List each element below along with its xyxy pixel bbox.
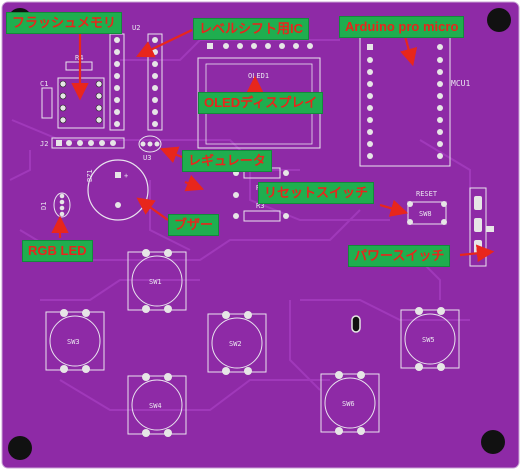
arrow-r2 <box>184 174 205 192</box>
silk-mcu1: MCU1 <box>451 79 470 88</box>
label-reset-switch: リセットスイッチ <box>258 182 375 204</box>
label-power-switch: パワースイッチ <box>348 245 451 267</box>
tact-switch-sw2: SW2 <box>207 311 267 375</box>
buzzer: + BZ1 <box>86 159 149 221</box>
tact-switch-sw4: SW4 <box>127 373 187 437</box>
arrow-arduino <box>400 35 418 67</box>
arrow-regulator <box>159 146 183 163</box>
tact-switch-sw5: SW5 <box>400 307 460 371</box>
mounting-hole-tr <box>487 8 511 32</box>
silk-sw3: SW3 <box>67 338 80 346</box>
silk-sw2: SW2 <box>229 340 242 348</box>
label-arduino: Arduino pro micro <box>339 16 465 38</box>
traces <box>9 39 471 411</box>
mounting-hole-bl <box>8 436 32 460</box>
silk-reset: RESET <box>416 190 438 198</box>
label-flash-memory: フラッシュメモリ <box>6 12 123 34</box>
label-buzzer: ブザー <box>168 214 220 236</box>
tact-switch-sw6: SW6 <box>320 371 380 435</box>
arrow-buzzer <box>136 197 169 221</box>
silk-bz1: BZ1 <box>86 169 94 182</box>
silk-sw5: SW5 <box>422 336 435 344</box>
arduino-pro-micro: MCU1 <box>359 35 470 167</box>
silk-sw4: SW4 <box>149 402 162 410</box>
tact-switch-sw1: SW1 <box>127 249 187 313</box>
flash-memory-ic: R4 C1 <box>40 54 105 129</box>
silk-c1: C1 <box>40 80 48 88</box>
silk-d1: D1 <box>40 202 48 210</box>
silk-sw6: SW6 <box>342 400 355 408</box>
silk-sw1: SW1 <box>149 278 162 286</box>
arrow-level-shift <box>136 29 193 58</box>
silk-u2: U2 <box>132 24 140 32</box>
label-rgb-led: RGB LED <box>22 240 93 262</box>
reset-switch: RESET SW8 <box>407 190 447 225</box>
mounting-hole-br <box>481 430 505 454</box>
label-oled-display: OLEDディスプレイ <box>198 92 324 114</box>
silk-sw8: SW8 <box>419 210 432 218</box>
arrow-power-switch <box>459 244 495 263</box>
regulator: U3 <box>138 135 162 162</box>
label-level-shift-ic: レベルシフト用IC <box>193 18 310 40</box>
silk-plus: + <box>124 172 128 180</box>
silk-j2: J2 <box>40 140 48 148</box>
silk-oled1: OLED1 <box>248 72 269 80</box>
label-regulator: レギュレータ <box>182 150 272 172</box>
silk-u3: U3 <box>143 154 151 162</box>
slot-hole <box>351 315 361 333</box>
tact-switch-sw3: SW3 <box>45 309 105 373</box>
silk-r3: R3 <box>256 202 264 210</box>
arrow-reset <box>379 199 409 217</box>
header-j2: J2 <box>40 137 125 149</box>
